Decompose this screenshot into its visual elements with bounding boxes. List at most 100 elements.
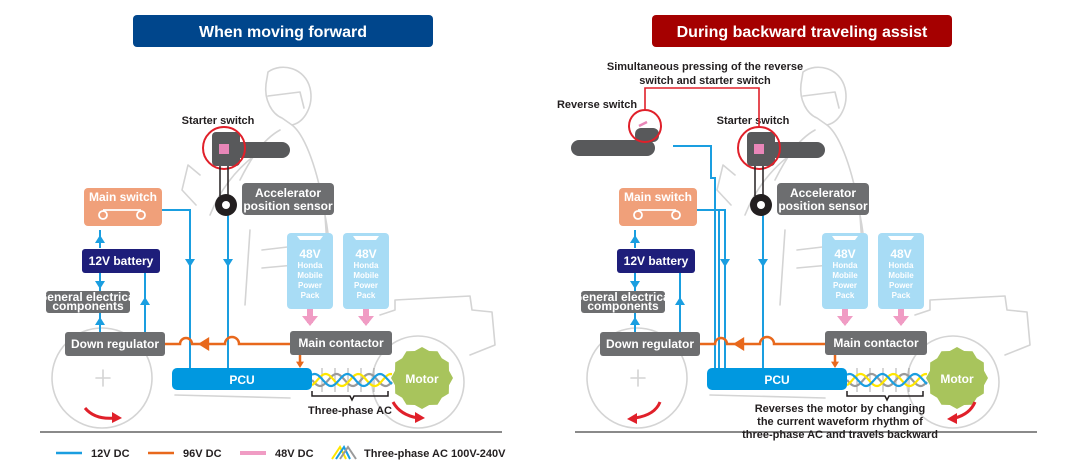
accelerator-sensor-hole [222, 201, 230, 209]
rider-legs-outline [181, 164, 331, 306]
accelerator-label-line1: Accelerator [255, 186, 321, 200]
wire-12v-main-switch [160, 209, 191, 368]
legend-item: 12V DC [56, 448, 130, 460]
ac-phase-yellow [846, 372, 928, 388]
starter-switch-button-icon [219, 144, 229, 154]
arrow-48v-icon [837, 316, 853, 326]
rear-fender-outline [379, 295, 496, 356]
battery-box [82, 249, 160, 273]
arrow-head-icon [630, 281, 640, 289]
wire-12v-reverse-switch [673, 145, 716, 368]
rear-wheel-rotation-arrow-icon [954, 401, 977, 420]
arrow-head-icon [140, 297, 150, 305]
arrow-head-icon [95, 281, 105, 289]
general-components-line2: components [52, 299, 124, 313]
power-pack-name-line: Pack [836, 291, 855, 300]
pcu-label: PCU [229, 373, 254, 387]
general-components-box [46, 291, 130, 313]
battery-label: 12V battery [89, 254, 154, 268]
helmet-outline [799, 66, 847, 126]
general-components-box [581, 291, 665, 313]
left-grip [571, 140, 655, 156]
power-pack-voltage: 48V [299, 247, 320, 261]
down-regulator-box [600, 332, 700, 356]
panel-title: When moving forward [199, 24, 367, 41]
battery-label: 12V battery [624, 254, 689, 268]
arrow-48v-icon [358, 316, 374, 326]
battery-box [617, 249, 695, 273]
panel-backward: During backward traveling assistStarter … [557, 15, 1037, 441]
right-grip [767, 142, 825, 158]
arrowhead [947, 413, 957, 424]
power-pack-handle-icon [888, 236, 914, 240]
chassis-outline [174, 394, 291, 399]
wheel-hub-outline [630, 369, 646, 387]
arrow-96v-icon [198, 337, 210, 351]
pcu-box [172, 368, 312, 390]
arrow-head-icon [630, 235, 640, 243]
switch-contact-icon [98, 210, 108, 220]
handlebar [202, 126, 290, 216]
arrowhead [627, 413, 637, 424]
simultaneous-press-connector [644, 87, 760, 127]
power-pack-handle-icon [353, 236, 379, 240]
arrow-head-icon [720, 259, 730, 267]
switch-contact-icon [633, 210, 643, 220]
arrow-head-icon [223, 259, 233, 267]
power-pack-name-line: Power [298, 281, 322, 290]
ac-phase-blue [846, 372, 928, 388]
down-regulator-label: Down regulator [606, 337, 694, 351]
front-wheel-outline [51, 327, 153, 429]
wheel-hub-outline [95, 369, 111, 387]
legend-item: 48V DC [240, 448, 314, 460]
main-contactor-label: Main contactor [833, 336, 919, 350]
main-switch-label: Main switch [624, 190, 692, 204]
front-wheel-rotation-arrow-icon [83, 406, 116, 420]
ac-phase-blue [311, 372, 393, 388]
front-wheel-rotation-arrow-icon [634, 401, 662, 420]
power-pack-name-line: Honda [298, 261, 323, 270]
main-contactor-box [825, 331, 927, 355]
handlebar [571, 109, 825, 216]
power-pack-name-line: Honda [833, 261, 858, 270]
reverse-switch-label: Reverse switch [557, 99, 637, 111]
main-switch-box [619, 188, 697, 226]
power-pack-name-line: Power [354, 281, 378, 290]
arrow-head-icon [95, 317, 105, 325]
rear-wheel-outline [906, 335, 1000, 429]
rear-fender-outline [914, 295, 1031, 356]
reverse-switch-lever-icon [638, 120, 648, 128]
arrow-head-icon [95, 235, 105, 243]
main-contactor-box [290, 331, 392, 355]
ac-phase-yellow [311, 372, 393, 388]
power-pack-body [287, 233, 333, 309]
power-pack-name-line: Pack [357, 291, 376, 300]
motor-icon [391, 347, 453, 409]
arrow-head-icon [296, 361, 304, 368]
legend-label: Three-phase AC 100V-240V [364, 448, 506, 460]
legend-item: 96V DC [148, 448, 222, 460]
motor-label: Motor [940, 372, 974, 386]
rear-wheel-outline [371, 335, 465, 429]
legend: 12V DC 96V DC 48V DC Three-phase AC 100V-24… [56, 445, 506, 460]
ac-caption-line: the current waveform rhythm of [757, 416, 923, 428]
accelerator-sensor-hole [757, 201, 765, 209]
power-pack-name-line: Pack [301, 291, 320, 300]
right-grip [232, 142, 290, 158]
power-pack-handle-icon [832, 236, 858, 240]
arrowhead [112, 412, 122, 423]
three-phase-ac-waveform [311, 368, 393, 392]
arrow-48v-icon [302, 316, 318, 326]
pcu-label: PCU [764, 373, 789, 387]
ac-brace [311, 391, 389, 402]
power-pack-body [343, 233, 389, 309]
legend-label: 48V DC [275, 448, 314, 460]
starter-switch-label: Starter switch [717, 115, 790, 127]
arrow-head-icon [758, 259, 768, 267]
ac-caption-line: Three-phase AC [308, 405, 392, 417]
